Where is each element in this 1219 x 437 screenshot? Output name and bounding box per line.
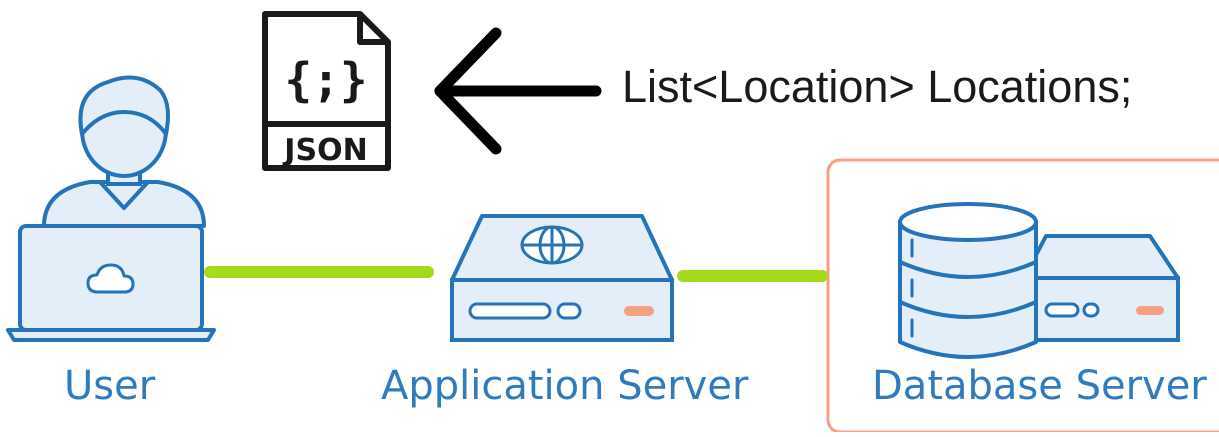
database-server-label: Database Server <box>872 363 1207 409</box>
application-server-label: Application Server <box>381 363 749 409</box>
json-tag: JSON <box>282 133 367 168</box>
user-laptop-icon <box>6 75 216 342</box>
web-server-icon <box>450 214 674 342</box>
arrow-left-icon <box>434 27 602 155</box>
json-braces: {;} <box>284 53 367 107</box>
database-server-icon <box>898 202 1180 359</box>
json-file-icon: {;} JSON <box>262 11 391 171</box>
user-label: User <box>64 363 156 409</box>
code-snippet-label: List<Location> Locations; <box>622 61 1133 112</box>
